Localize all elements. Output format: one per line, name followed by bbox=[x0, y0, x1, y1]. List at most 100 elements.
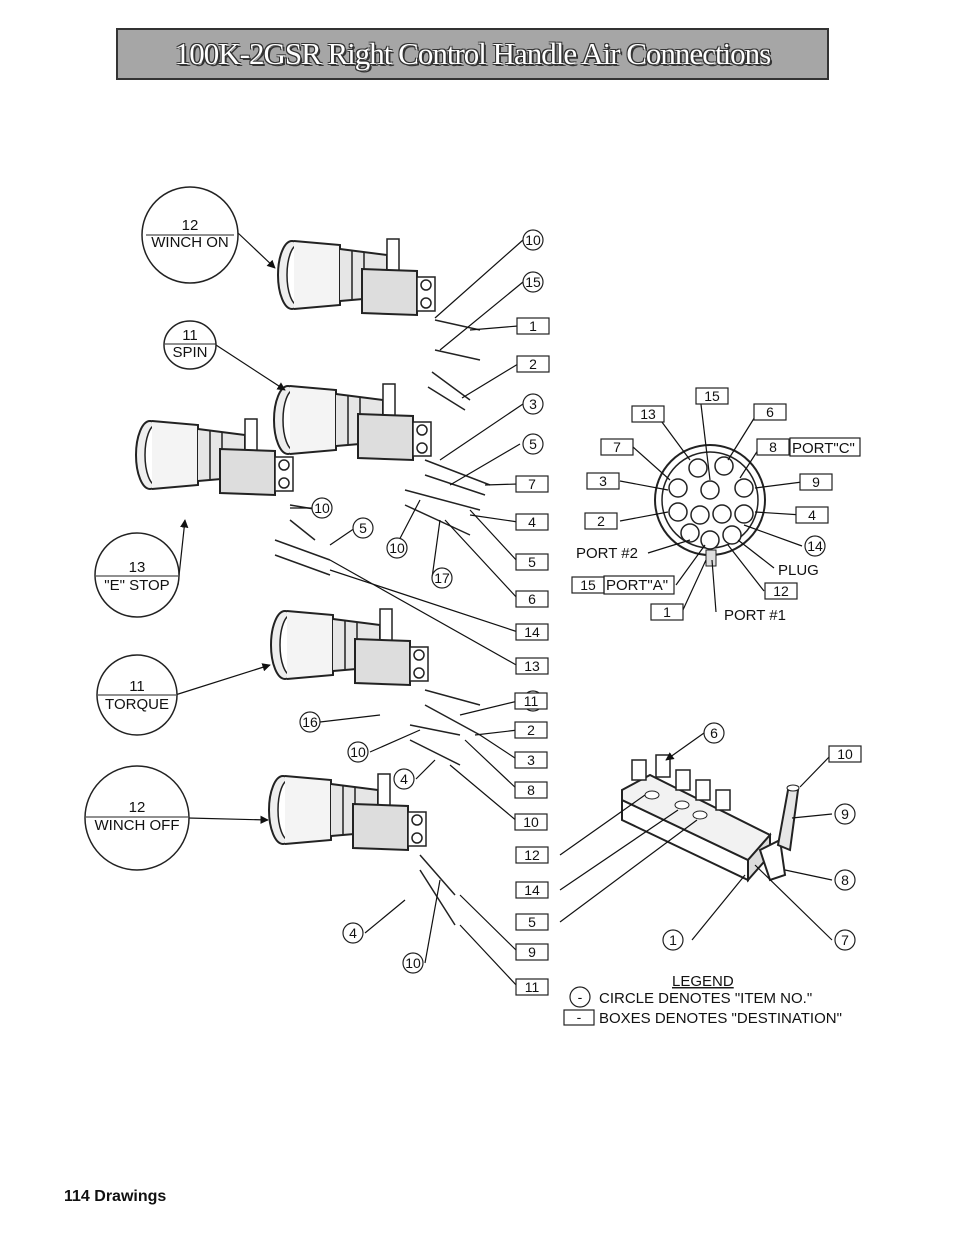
destination-box bbox=[753, 403, 787, 421]
item-circle bbox=[834, 803, 856, 825]
destination-box bbox=[650, 603, 684, 621]
svg-text:11: 11 bbox=[129, 678, 145, 695]
svg-text:13: 13 bbox=[129, 559, 146, 576]
legend-circle-text: CIRCLE DENOTES "ITEM NO." bbox=[599, 990, 812, 1007]
destination-number: 7 bbox=[528, 476, 536, 492]
destination-number: 15 bbox=[580, 577, 596, 593]
destination-number: 9 bbox=[812, 474, 820, 490]
item-circle bbox=[522, 433, 544, 455]
destination-box bbox=[514, 721, 548, 739]
destination-number: 3 bbox=[527, 752, 535, 768]
destination-number: 4 bbox=[808, 507, 816, 523]
destination-number: 1 bbox=[663, 604, 671, 620]
item-circle bbox=[804, 535, 826, 557]
destination-box bbox=[515, 553, 549, 571]
destination-box bbox=[515, 590, 549, 608]
port-1-label: PORT #1 bbox=[724, 607, 786, 624]
destination-box bbox=[795, 506, 829, 524]
leader-lines bbox=[171, 232, 833, 988]
destination-box bbox=[515, 913, 549, 931]
destination-number: 13 bbox=[524, 658, 540, 674]
item-circle bbox=[703, 722, 725, 744]
legend: LEGEND - CIRCLE DENOTES "ITEM NO." - BOX… bbox=[563, 973, 842, 1027]
destination-box bbox=[514, 781, 548, 799]
item-number: 17 bbox=[434, 570, 450, 586]
svg-text:11: 11 bbox=[182, 327, 198, 344]
item-number: 14 bbox=[807, 538, 823, 554]
item-number: 10 bbox=[525, 232, 541, 248]
destination-box bbox=[631, 405, 665, 423]
item-circle bbox=[299, 711, 321, 733]
destination-box bbox=[516, 355, 550, 373]
destination-box bbox=[514, 751, 548, 769]
item-number: 3 bbox=[529, 396, 537, 412]
title-banner: 100K-2GSR Right Control Handle Air Conne… bbox=[116, 28, 829, 80]
destination-box bbox=[756, 438, 790, 456]
destination-box bbox=[600, 438, 634, 456]
destination-box bbox=[764, 582, 798, 600]
destination-box bbox=[515, 846, 549, 864]
legend-box-text: BOXES DENOTES "DESTINATION" bbox=[599, 1010, 842, 1027]
destination-box bbox=[514, 692, 548, 710]
destination-box bbox=[515, 978, 549, 996]
destination-number: 11 bbox=[524, 693, 539, 709]
destination-number: 1 bbox=[529, 318, 537, 334]
destination-box bbox=[515, 623, 549, 641]
legend-box-symbol: - bbox=[577, 1009, 582, 1025]
item-circle bbox=[402, 952, 424, 974]
item-number: 10 bbox=[314, 500, 330, 516]
item-number: 5 bbox=[359, 520, 367, 536]
destination-number: 15 bbox=[704, 388, 720, 404]
legend-circle-symbol: - bbox=[578, 989, 583, 1005]
destination-number: 11 bbox=[525, 979, 540, 995]
page-footer: 114 Drawings bbox=[64, 1188, 167, 1205]
item-circle bbox=[342, 922, 364, 944]
item-circle bbox=[431, 567, 453, 589]
destination-box bbox=[586, 472, 620, 490]
svg-text:12: 12 bbox=[129, 799, 146, 816]
destination-box bbox=[514, 813, 548, 831]
item-number: 4 bbox=[400, 771, 408, 787]
destination-box bbox=[515, 657, 549, 675]
item-circle bbox=[662, 929, 684, 951]
item-number: 5 bbox=[529, 436, 537, 452]
destination-number: 8 bbox=[527, 782, 535, 798]
callout-estop: 13 "E" STOP bbox=[94, 532, 180, 618]
callout-winch-off: 12 WINCH OFF bbox=[84, 765, 190, 871]
item-circle bbox=[834, 929, 856, 951]
destination-box bbox=[515, 881, 549, 899]
destination-number: 6 bbox=[528, 591, 536, 607]
legend-title: LEGEND bbox=[672, 973, 734, 990]
item-number: 10 bbox=[389, 540, 405, 556]
item-circle bbox=[352, 517, 374, 539]
plug-label: PLUG bbox=[778, 562, 819, 579]
port-a-label: PORT"A" bbox=[606, 577, 668, 594]
destination-number: 2 bbox=[597, 513, 605, 529]
item-number: 10 bbox=[350, 744, 366, 760]
item-circle bbox=[311, 497, 333, 519]
item-circle bbox=[393, 768, 415, 790]
item-number: 7 bbox=[841, 932, 849, 948]
svg-text:SPIN: SPIN bbox=[172, 344, 207, 361]
item-circle bbox=[522, 229, 544, 251]
destination-box bbox=[515, 475, 549, 493]
port-c-label: PORT"C" bbox=[792, 440, 855, 457]
destination-box bbox=[515, 513, 549, 531]
destination-number: 10 bbox=[837, 746, 853, 762]
port-block bbox=[654, 444, 766, 567]
destination-number: 14 bbox=[524, 882, 540, 898]
item-number: 16 bbox=[302, 714, 318, 730]
callout-winch-on: 12 WINCH ON bbox=[141, 186, 239, 284]
destination-number: 12 bbox=[773, 583, 789, 599]
svg-text:TORQUE: TORQUE bbox=[105, 696, 169, 713]
item-number: 15 bbox=[525, 274, 541, 290]
item-number: 8 bbox=[841, 872, 849, 888]
manifold-block bbox=[621, 754, 800, 883]
destination-number: 4 bbox=[528, 514, 536, 530]
callout-spin: 11 SPIN bbox=[163, 320, 217, 370]
destination-number: 7 bbox=[613, 439, 621, 455]
item-circle bbox=[386, 537, 408, 559]
port-2-label: PORT #2 bbox=[576, 545, 638, 562]
